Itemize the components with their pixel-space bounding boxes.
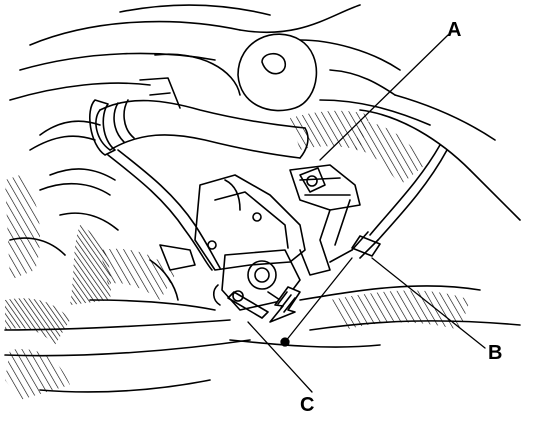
shadow-hatching [5,110,470,400]
parking-brake-bracket [194,164,361,276]
direction-arrow [269,286,301,323]
leader-line-c [247,321,313,393]
leader-line-a [319,34,449,161]
coolant-hose [89,99,309,159]
support-rod [107,149,221,271]
leader-lines [247,34,486,393]
callout-label-b: B [488,342,503,364]
leader-line-b [371,257,486,349]
background-contours [9,4,521,221]
leader-line-tip [284,257,353,343]
callout-label-c: C [300,394,315,416]
leader-dot [280,337,290,347]
brake-cable [329,144,448,263]
left-bracket [9,77,181,256]
callout-label-a: A [447,19,462,41]
